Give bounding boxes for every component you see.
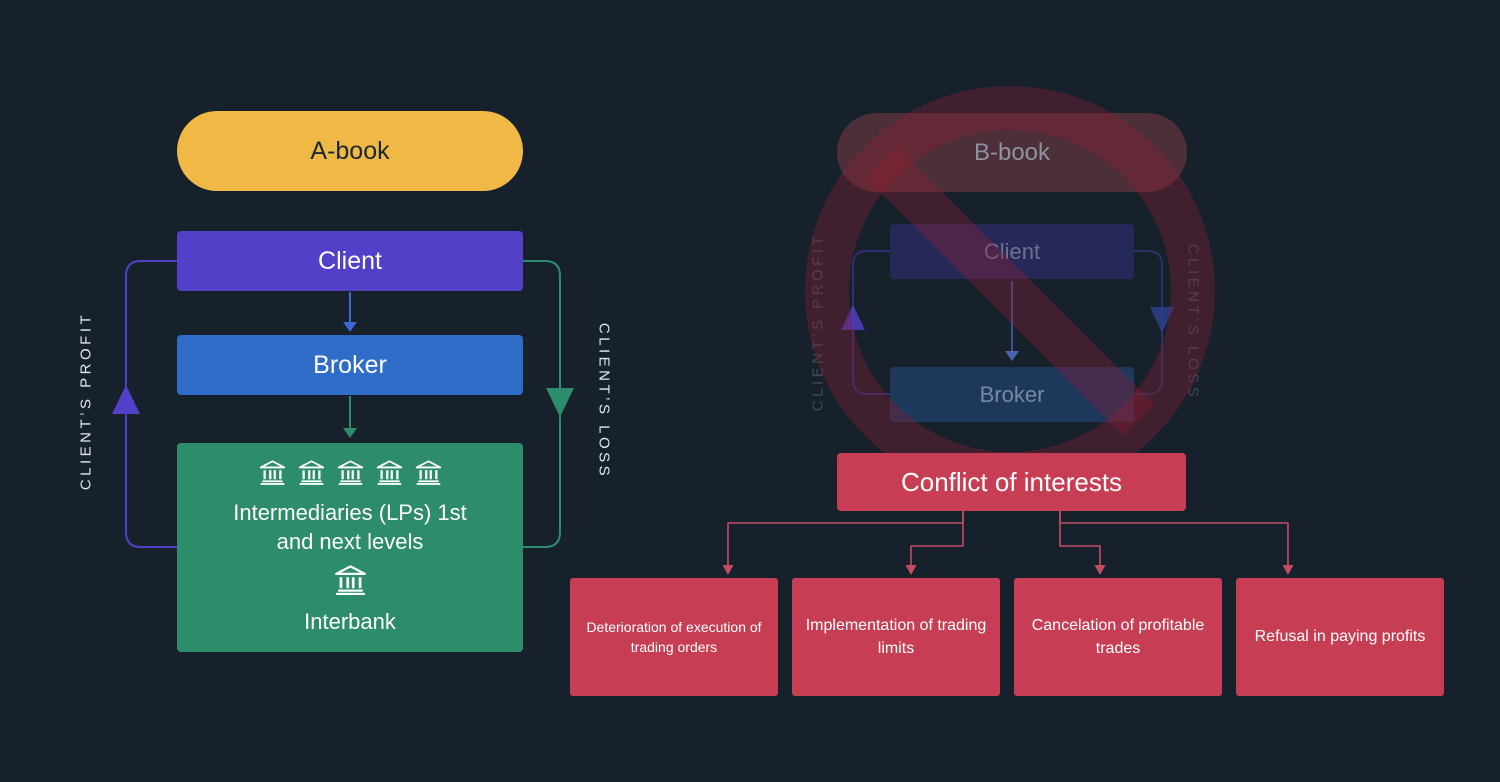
interbank-label: Interbank xyxy=(304,609,396,635)
consequence-box-refusal: Refusal in paying profits xyxy=(1236,578,1444,696)
abook-clients-profit-label: CLIENT’S PROFIT xyxy=(77,311,95,491)
broker-to-intermediaries-arrow xyxy=(343,396,357,438)
bbook-broker-box: Broker xyxy=(890,367,1134,422)
bank-icon xyxy=(334,565,367,600)
consequence-box-deterioration: Deterioration of execution of trading or… xyxy=(570,578,778,696)
abook-loss-arrow xyxy=(523,260,574,548)
conflict-of-interests-box: Conflict of interests xyxy=(837,453,1186,511)
bbook-client-to-broker-arrow xyxy=(1005,281,1019,361)
consequence-box-cancelation: Cancelation of profitable trades xyxy=(1014,578,1222,696)
conflict-branch-connectors xyxy=(722,511,1294,575)
abook-intermediaries-box: Intermediaries (LPs) 1st and next levels… xyxy=(177,443,523,652)
bank-icon xyxy=(376,460,403,490)
abook-profit-arrow xyxy=(112,260,177,548)
bank-icon xyxy=(259,460,286,490)
bank-icon-row xyxy=(259,460,442,490)
bbook-clients-loss-label: CLIENT’S LOSS xyxy=(1184,243,1202,401)
bbook-profit-arrow xyxy=(841,250,890,395)
consequence-box-trading-limits: Implementation of trading limits xyxy=(792,578,1000,696)
bbook-title-pill: B-book xyxy=(837,113,1187,192)
bbook-loss-arrow xyxy=(1134,250,1174,395)
bank-icon xyxy=(415,460,442,490)
intermediaries-label: Intermediaries (LPs) 1st and next levels xyxy=(233,499,467,554)
bank-icon xyxy=(337,460,364,490)
bbook-client-box: Client xyxy=(890,224,1134,279)
abook-broker-box: Broker xyxy=(177,335,523,395)
bank-icon xyxy=(298,460,325,490)
abook-client-box: Client xyxy=(177,231,523,291)
abook-clients-loss-label: CLIENT’S LOSS xyxy=(595,322,613,480)
client-to-broker-arrow xyxy=(343,292,357,332)
bbook-clients-profit-label: CLIENT’S PROFIT xyxy=(809,232,827,412)
abook-title-pill: A-book xyxy=(177,111,523,191)
